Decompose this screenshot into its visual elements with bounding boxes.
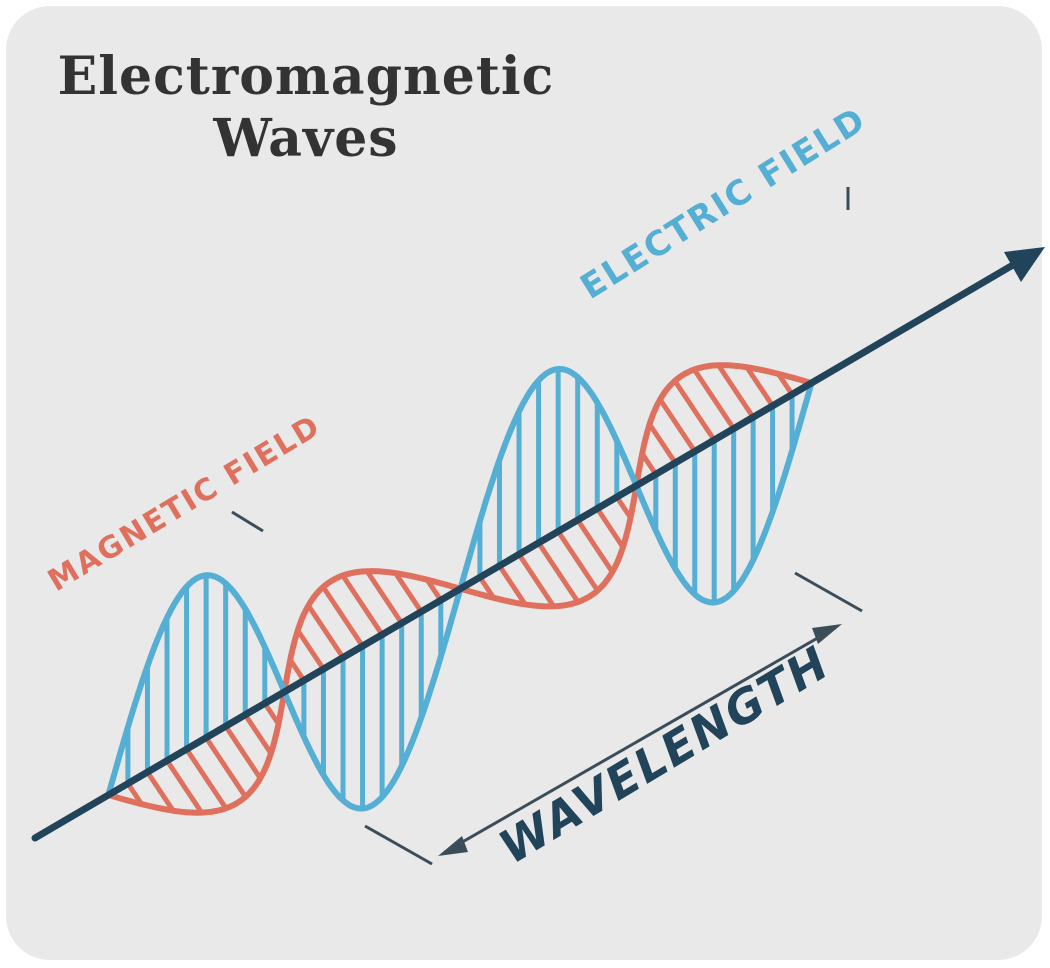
wave-hatch-line: [204, 736, 248, 799]
wave-hatch-line: [575, 518, 615, 574]
wave-hatch-line: [393, 571, 424, 614]
wave-hatch-line: [321, 585, 365, 648]
double-arrow-icon: [444, 626, 836, 854]
electric-wave-lobe: [281, 585, 464, 812]
wave-outline: [633, 380, 815, 606]
title-line-1: Electromagnetic: [57, 46, 555, 107]
wave-outline: [105, 572, 288, 798]
wave-hatch-line: [243, 713, 274, 755]
wave-hatch-line: [716, 363, 756, 419]
electric-wave-lobe: [633, 380, 815, 606]
wave-hatch-line: [306, 604, 346, 659]
wave-hatch-line: [647, 422, 678, 465]
wave-outline: [105, 688, 288, 816]
propagation-axis: [31, 258, 1022, 842]
magnetic-field-leader: [231, 510, 264, 533]
magnetic-wave-lobe: [633, 362, 815, 489]
magnetic-field-label: MAGNETIC FIELD: [42, 408, 327, 598]
wave-hatch-line: [184, 747, 229, 810]
wave-hatch-line: [744, 365, 775, 408]
title-line-2: Waves: [213, 108, 399, 169]
wave-outline: [633, 362, 815, 489]
wave-hatch-line: [556, 530, 600, 592]
diagram-card: Electromagnetic Waves: [6, 6, 1042, 960]
diagram-title: Electromagnetic Waves: [36, 46, 576, 170]
dimension-arrow-start: [438, 836, 468, 856]
wave-outline: [457, 365, 640, 592]
wave-hatch-line: [672, 379, 717, 442]
magnetic-wave-lobe: [457, 482, 640, 610]
dimension-arrow-end: [812, 624, 842, 644]
wave-outline: [281, 568, 464, 695]
electric-wave-lobe: [105, 572, 288, 798]
wave-hatch-line: [692, 368, 736, 430]
wave-hatch-line: [364, 569, 404, 625]
electric-wave-lobe: [457, 365, 640, 592]
wave-hatch-line: [658, 398, 697, 453]
wave-hatch-line: [145, 770, 176, 813]
wave-hatch-line: [340, 574, 385, 636]
wave-hatch-line: [497, 564, 528, 606]
wave-hatch-line: [164, 759, 204, 814]
wave-outline: [281, 585, 464, 812]
wavelength-label: WAVELENGTH: [490, 635, 839, 874]
wave-group: [105, 362, 815, 816]
wave-hatch-line: [516, 552, 556, 608]
wave-hatch-line: [223, 724, 263, 780]
wavelength-dimension: [364, 571, 863, 866]
wave-outline: [457, 482, 640, 610]
wave-hatch-line: [536, 541, 581, 604]
magnetic-wave-lobe: [281, 568, 464, 695]
wave-hatch-line: [595, 507, 626, 549]
arrow-head-icon: [1004, 247, 1045, 282]
wave-hatch-line: [295, 629, 326, 671]
magnetic-wave-lobe: [105, 688, 288, 816]
electric-field-label: ELECTRIC FIELD: [574, 99, 874, 307]
